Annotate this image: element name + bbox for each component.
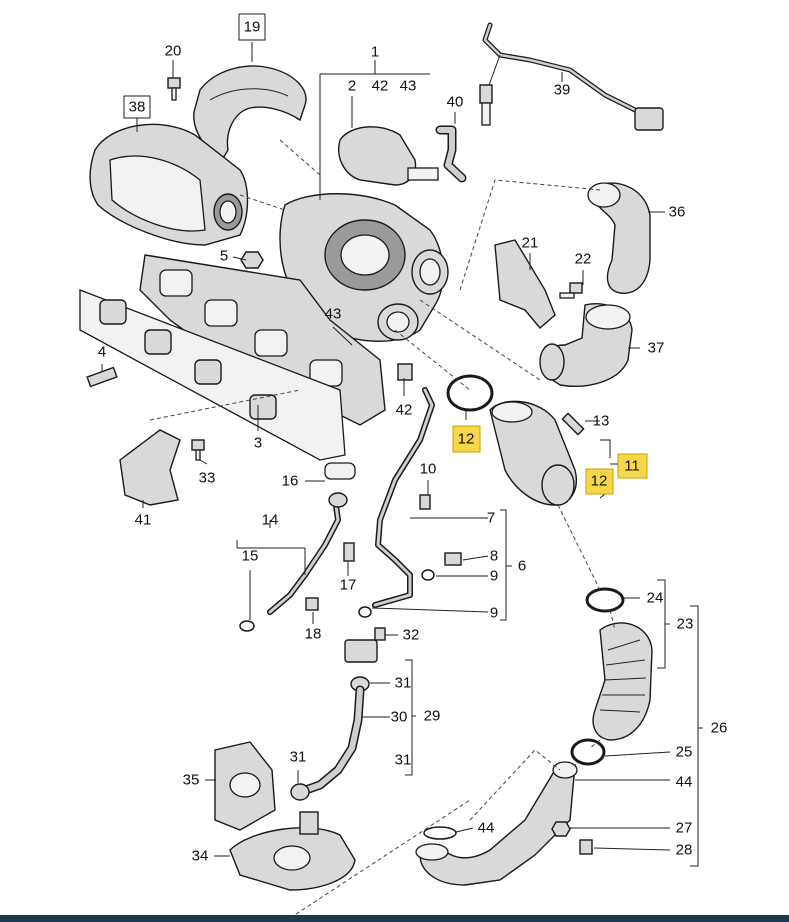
callout-5: 5 xyxy=(220,248,228,265)
clamp-24-part xyxy=(585,587,625,613)
callout-2: 2 xyxy=(348,78,356,95)
callout-20: 20 xyxy=(165,43,182,60)
leader-lines xyxy=(101,42,703,867)
manifold-gasket-part xyxy=(79,289,346,461)
callout-41: 41 xyxy=(135,512,152,529)
callout-42: 42 xyxy=(396,402,413,419)
callout-44-right: 44 xyxy=(676,774,693,791)
callout-39: 39 xyxy=(554,82,571,99)
bolt-20-part xyxy=(167,77,181,101)
wastegate-actuator-part xyxy=(338,126,439,186)
callout-10: 10 xyxy=(420,461,437,478)
bottom-bar xyxy=(0,915,789,922)
callout-38: 38 xyxy=(129,99,146,116)
callout-42-top: 42 xyxy=(372,78,389,95)
temperature-sensor-part xyxy=(479,22,664,131)
callout-17: 17 xyxy=(340,577,357,594)
callout-9-lower: 9 xyxy=(490,605,498,622)
callout-25: 25 xyxy=(676,744,693,761)
seal-9-part xyxy=(358,606,372,618)
callout-27: 27 xyxy=(676,820,693,837)
callout-1: 1 xyxy=(371,44,379,61)
callout-19: 19 xyxy=(244,19,261,36)
bracket-21-part xyxy=(494,239,556,329)
seal-15-part xyxy=(239,620,255,632)
turbocharger-part xyxy=(279,193,449,342)
callout-34: 34 xyxy=(192,848,209,865)
callout-4: 4 xyxy=(98,344,106,361)
callout-32: 32 xyxy=(403,627,420,644)
bolt-33-part xyxy=(191,439,205,461)
callout-43: 43 xyxy=(325,306,342,323)
callout-24: 24 xyxy=(647,590,664,607)
callout-12-filter: 12 xyxy=(591,473,608,490)
callout-31-lower: 31 xyxy=(395,752,412,769)
catalytic-converter-part xyxy=(89,123,249,246)
callout-33: 33 xyxy=(199,470,216,487)
callout-29: 29 xyxy=(424,708,441,725)
callout-26: 26 xyxy=(711,720,728,737)
callout-40: 40 xyxy=(447,94,464,111)
oil-pipe-part xyxy=(372,387,435,608)
coolant-line-part xyxy=(290,627,386,801)
assembly-guide-lines xyxy=(149,139,616,919)
oil-feed-pipe-part xyxy=(267,492,348,615)
callout-16: 16 xyxy=(282,473,299,490)
callout-37: 37 xyxy=(648,340,665,357)
bolt-28-part xyxy=(579,839,593,855)
callout-31-upper: 31 xyxy=(395,675,412,692)
callout-14: 14 xyxy=(262,512,279,529)
vacuum-pipe-part xyxy=(435,125,467,183)
callout-13: 13 xyxy=(593,413,610,430)
clamp-25-part xyxy=(570,738,606,766)
callout-31-housing: 31 xyxy=(290,749,307,766)
banjo-bolt-18-part xyxy=(305,597,319,611)
callout-labels: 19 20 38 1 42 43 2 40 39 36 21 22 37 5 4… xyxy=(98,13,728,865)
callout-8: 8 xyxy=(490,548,498,565)
callout-6: 6 xyxy=(518,558,526,575)
callout-44-seal: 44 xyxy=(478,820,495,837)
charge-pipe-part xyxy=(415,761,578,886)
callout-15: 15 xyxy=(242,548,259,565)
intake-pipe-part xyxy=(587,182,651,294)
callout-11: 11 xyxy=(624,458,640,475)
particulate-filter-part xyxy=(489,400,577,506)
flexible-hose-part xyxy=(592,622,653,741)
heat-shield-part xyxy=(193,65,307,161)
nut-5-part xyxy=(240,251,264,269)
support-bracket-part xyxy=(119,429,181,506)
callout-35: 35 xyxy=(183,772,200,789)
exhaust-manifold-part xyxy=(139,254,386,426)
callout-43-top: 43 xyxy=(400,78,417,95)
callout-9-upper: 9 xyxy=(490,568,498,585)
fitting-42-part xyxy=(397,363,413,381)
callout-7: 7 xyxy=(487,510,495,527)
callout-3: 3 xyxy=(254,435,262,452)
callout-30: 30 xyxy=(391,709,408,726)
callout-12-ring: 12 xyxy=(458,431,475,448)
bolt-22-part xyxy=(559,282,583,299)
banjo-bolt-8-part xyxy=(421,552,462,581)
callout-23: 23 xyxy=(677,616,694,633)
callout-21: 21 xyxy=(522,235,539,252)
seal-44-part xyxy=(423,826,457,840)
callout-22: 22 xyxy=(575,251,592,268)
nut-27-part xyxy=(551,821,571,837)
stud-4-part xyxy=(86,366,118,388)
bolt-13-part xyxy=(561,412,585,436)
o-ring-12-part xyxy=(446,374,494,412)
bolt-10-part xyxy=(419,494,431,510)
coolant-housing-part xyxy=(214,741,276,831)
thermostat-housing-part xyxy=(229,811,356,891)
callout-36: 36 xyxy=(669,204,686,221)
callout-28: 28 xyxy=(676,842,693,859)
flange-16-part xyxy=(324,462,356,480)
elbow-pipe-part xyxy=(539,303,633,387)
callout-18: 18 xyxy=(305,626,322,643)
bolt-17-part xyxy=(343,542,355,562)
